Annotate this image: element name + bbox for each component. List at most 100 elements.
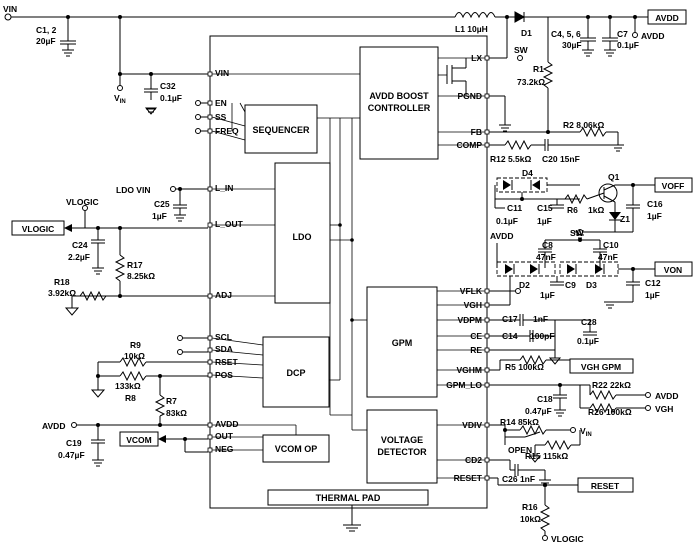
c19-value: 0.47µF [58,450,85,460]
d3-label: D3 [586,280,597,290]
c17-value: 1nF [533,314,548,324]
pin-ss: SS [215,112,227,122]
pin-l-in: L_IN [215,183,233,193]
voltage-detector-block [366,409,438,484]
l1-label: L1 10µH [455,24,488,34]
ldo-block [274,162,331,304]
c28-value: 0.1µF [577,336,599,346]
reset-output-label: RESET [591,481,620,491]
c16-ref: C16 [647,199,663,209]
vcom-op-block [262,434,330,463]
resistor-r7 [154,394,166,417]
c19-ref: C19 [66,438,82,448]
voff-output-box [654,177,693,193]
vin-terminal [4,13,12,21]
sequencer-block [244,104,318,154]
transistor-q1 [598,183,618,203]
avdd-boost-label-1: AVDD BOOST [369,91,429,101]
z1-label: Z1 [620,214,630,224]
r14-label: R14 85kΩ [500,417,539,427]
c9-value: 1µF [540,290,555,300]
c24-ref: C24 [72,240,88,250]
ground-symbol [174,214,186,222]
c9-ref: C9 [565,280,576,290]
resistor-r17 [114,254,126,282]
von-output-box [654,261,693,277]
c1-ref: C1, 2 [36,25,57,35]
ldo-vin-label: LDO VIN [116,185,150,195]
r6-ref: R6 [567,205,578,215]
pin-freq: FREQ [215,126,239,136]
r18-ref: R18 [54,277,70,287]
pin-pos: POS [215,370,233,380]
c17-ref: C17 [502,314,518,324]
thermal-pad-label: THERMAL PAD [316,493,381,503]
vlogic-label-r16: VLOGIC [551,534,584,544]
resistor-r16 [539,504,551,532]
r1-ref: R1 [533,64,544,74]
r7-ref: R7 [166,396,177,406]
r17-ref: R17 [127,260,143,270]
c12-value: 1µF [645,290,660,300]
resistor-r1 [542,61,554,89]
pin-en: EN [215,98,227,108]
d4-label: D4 [522,168,533,178]
pin-vin: VIN [215,68,229,78]
resistor-r5 [519,354,547,366]
r8-value: 133kΩ [115,381,141,391]
c32-ref: C32 [160,81,176,91]
c24-value: 2.2µF [68,252,90,262]
c11-ref: C11 [507,203,522,213]
vcom-op-label: VCOM OP [275,444,318,454]
vcom-output-label: VCOM [126,435,152,445]
diode-d1 [514,11,526,23]
vin-label: VIN [3,4,17,14]
r26-label: R26 100kΩ [588,407,632,417]
c18-value: 0.47µF [525,406,552,416]
avdd-boost-label-2: CONTROLLER [368,103,431,113]
c16-value: 1µF [647,211,662,221]
ground-symbol [582,49,594,57]
von-output-label: VON [664,265,682,275]
resistor-r22 [589,389,617,401]
resistor-r26 [589,402,617,414]
r1-value: 73.2kΩ [517,77,545,87]
r2-label: R2 8.06kΩ [563,120,604,130]
voff-output-label: VOFF [662,181,685,191]
right-pins: LX PGND FB COMP VFLK VGH VDPM CE RE VGHM… [446,53,490,483]
open-label: OPEN [508,445,532,455]
ground-symbol [92,459,104,467]
voltage-detector-label-2: DETECTOR [377,447,427,457]
resistor-r15 [544,439,572,451]
ground-symbol [92,267,104,275]
vgh-gpm-label: VGH GPM [581,362,621,372]
thermal-pad-box [267,489,429,506]
ground-symbol [612,144,624,152]
c10-value: 47nF [598,252,618,262]
pin-out: OUT [215,431,234,441]
ground-symbol [604,49,616,57]
vin-label-r14: VIN [580,426,592,438]
r8-ref: R8 [125,393,136,403]
r15-label: R15 115kΩ [525,451,568,461]
r9-value: 10kΩ [124,351,145,361]
vin-node-label: VIN [114,93,126,105]
ground-symbol [62,49,74,57]
resistor-r2 [579,126,607,138]
d2-label: D2 [519,280,530,290]
r22-label: R22 22kΩ [592,380,631,390]
r18-value: 3.92kΩ [48,288,76,298]
c1-value: 20µF [36,36,56,46]
c4-ref: C4, 5, 6 [551,29,581,39]
avdd-label-r22: AVDD [655,391,678,401]
inductor-l1 [454,12,496,19]
avdd-output-label: AVDD [655,13,678,23]
sw-label-mid: SW [570,228,585,238]
r16-ref: R16 [522,502,538,512]
c10-ref: C10 [603,240,619,250]
pin-adj: ADJ [215,290,232,300]
resistor-r12 [504,139,532,151]
r12-label: R12 5.5kΩ [490,154,531,164]
c12-ref: C12 [645,278,661,288]
